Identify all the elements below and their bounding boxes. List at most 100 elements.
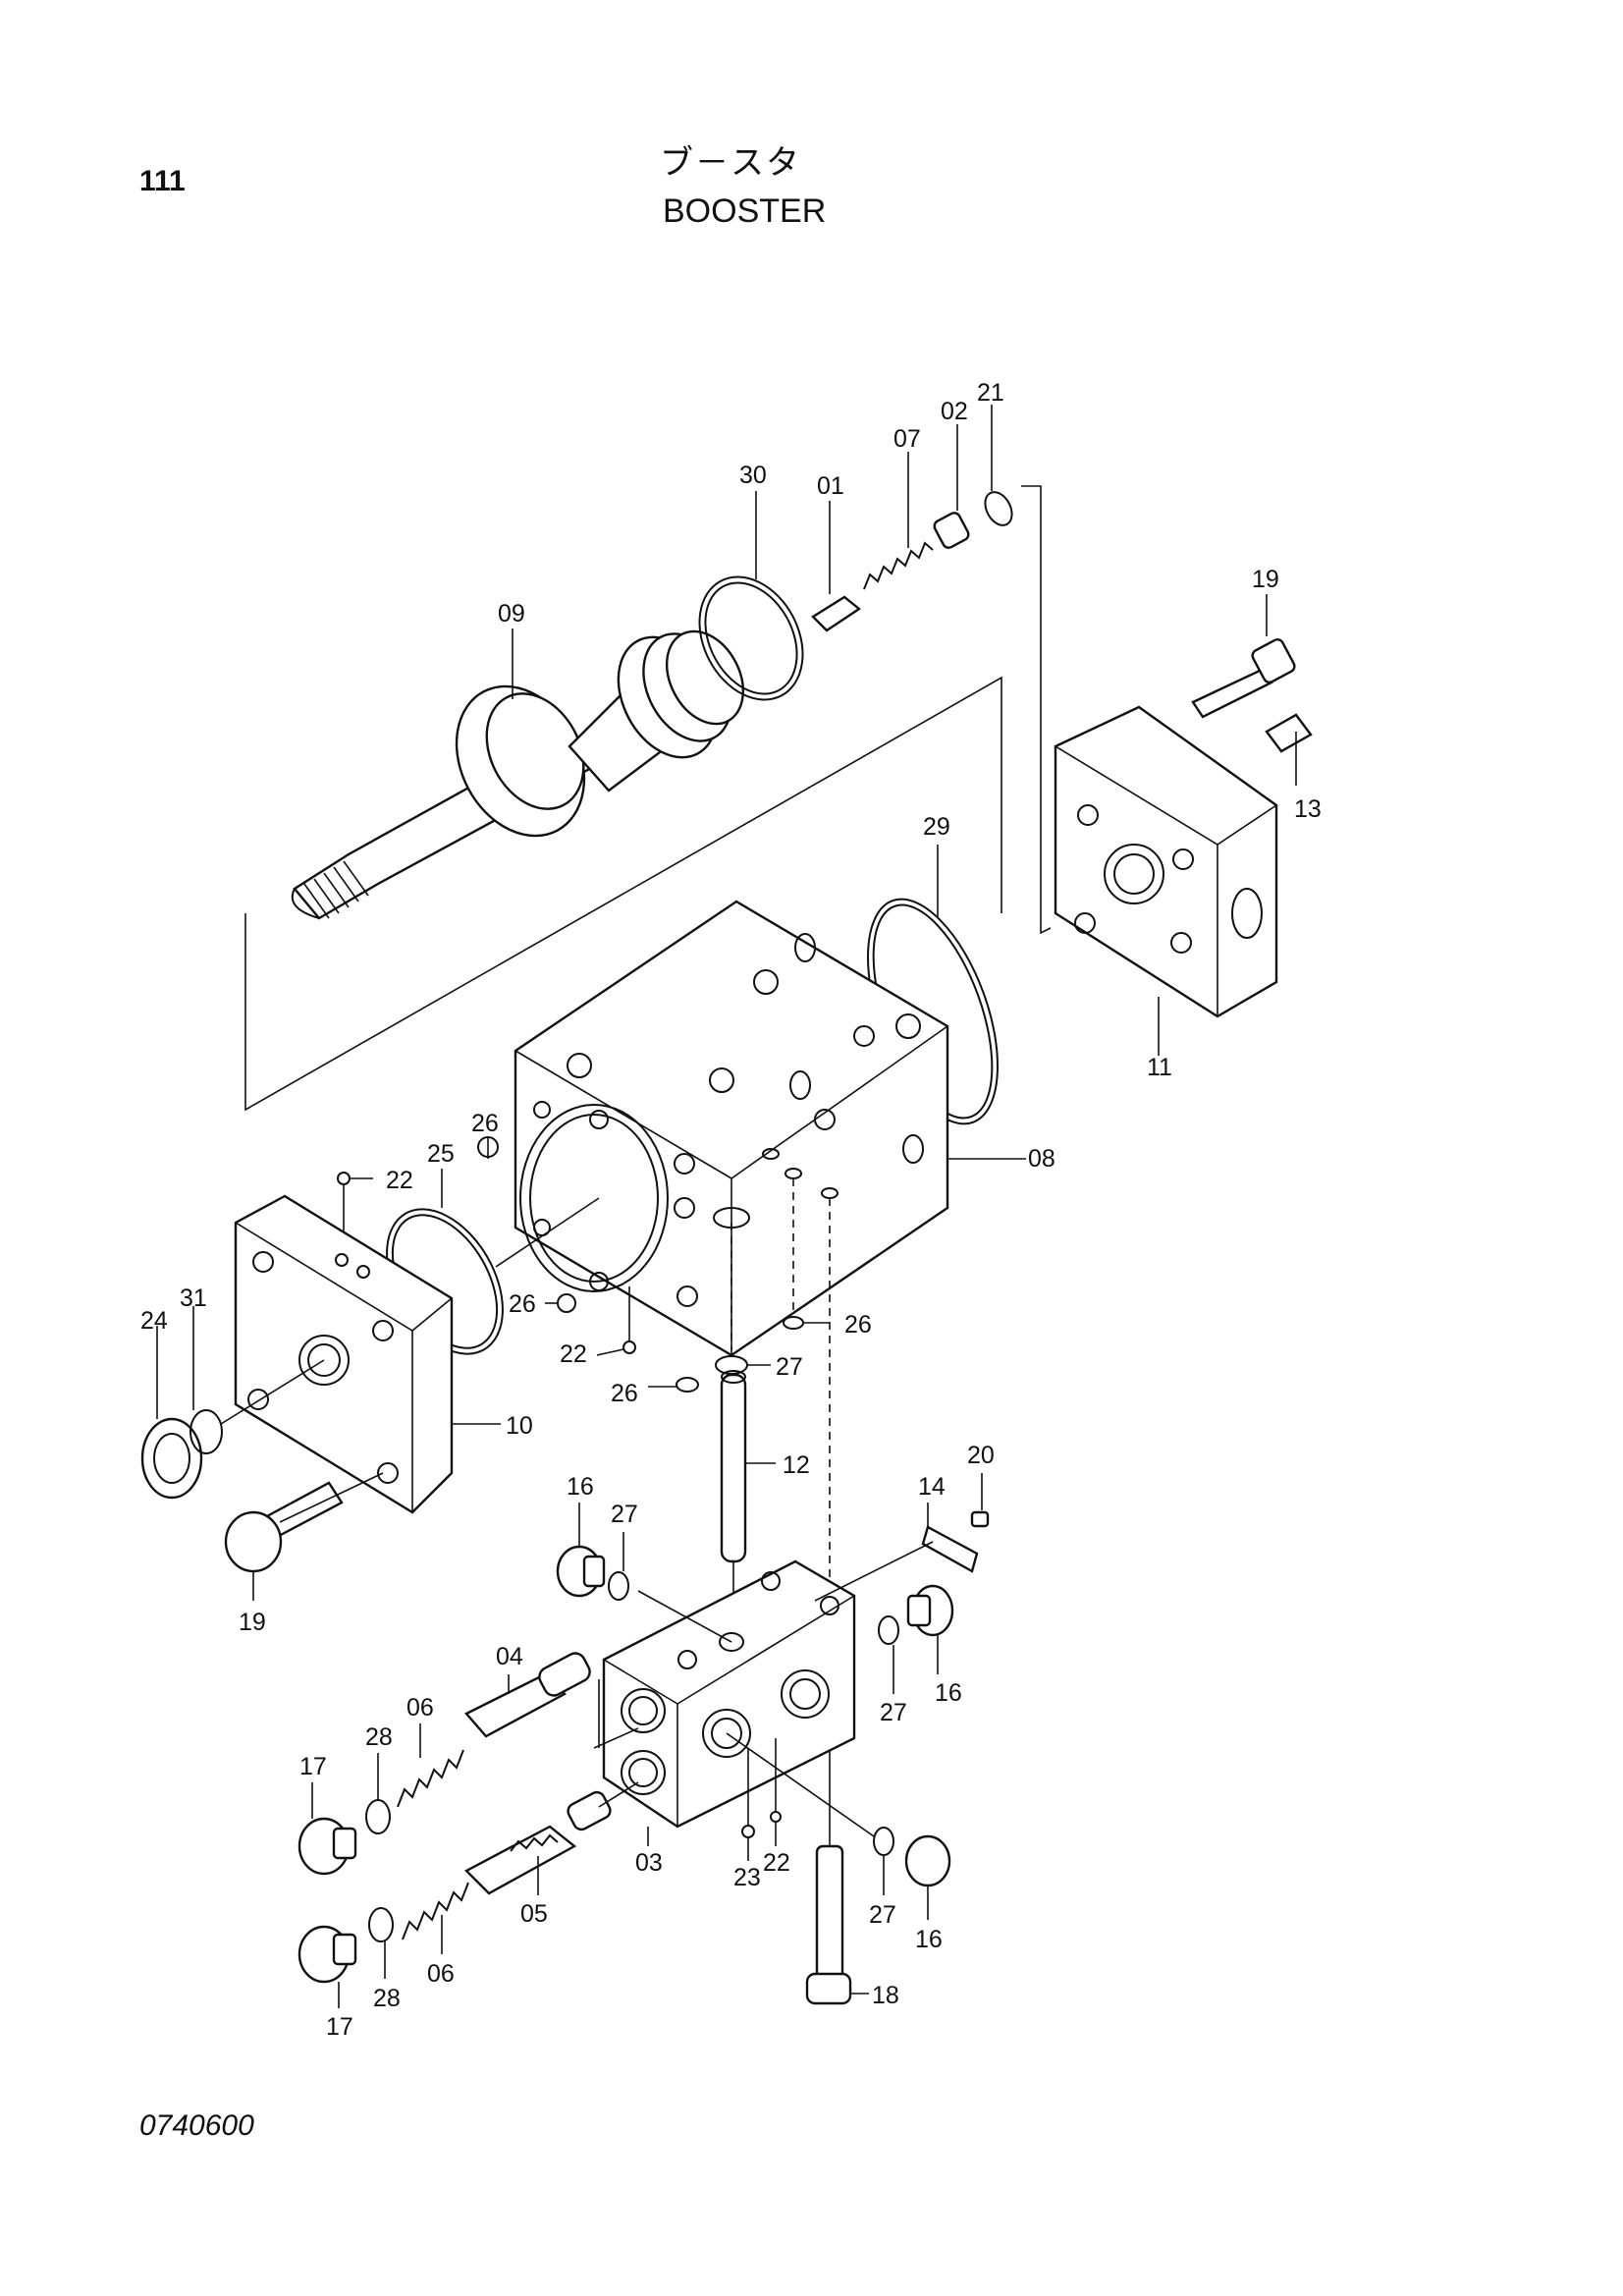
callout-26-a: 26 [471,1110,499,1137]
part-19-bolt-upper [1191,594,1296,719]
callout-27-top: 27 [776,1353,803,1381]
part-01-spool [811,501,862,632]
port-top-c [821,1187,839,1199]
part-03-valve-block [602,1559,856,1846]
callout-01: 01 [817,472,844,500]
part-22-ball-c [770,1811,782,1823]
callout-26-b: 26 [509,1290,536,1318]
part-05-spool [464,1781,639,1895]
callout-23: 23 [733,1864,761,1891]
callout-18: 18 [872,1982,899,2009]
part-21-ring [984,405,1013,526]
callout-30: 30 [739,462,767,489]
callout-28-upper: 28 [365,1723,393,1751]
page-number: 111 [139,165,186,197]
part-17-plug-upper [298,1782,357,1876]
callout-20: 20 [967,1442,995,1469]
leader-09-bracket [244,676,1002,1112]
callout-13: 13 [1294,795,1322,823]
leader-21-bracket [1021,485,1052,935]
axis-27-c [726,1732,875,1837]
callout-03: 03 [635,1849,663,1877]
part-26-o-ring-b [557,1293,576,1313]
callout-14: 14 [918,1473,946,1501]
part-13-fitting [1265,713,1313,786]
axis-25 [495,1197,600,1268]
part-26-o-ring-c [783,1316,804,1330]
part-22-ball-a [337,1172,351,1185]
part-16-plug-b [906,1584,954,1674]
callout-16-b: 16 [935,1679,962,1707]
part-30-o-ring-inner [704,581,798,695]
callout-05: 05 [520,1900,548,1928]
callout-04: 04 [496,1643,523,1670]
part-04-spool [464,1652,639,1749]
part-09-piston-shaft [291,629,745,920]
title-japanese: ブ－スタ [660,144,801,182]
drawing-code: 0740600 [139,2109,254,2142]
part-30-o-ring [698,575,804,701]
callout-07: 07 [893,425,921,453]
callout-16-a: 16 [567,1473,594,1501]
part-16-plug-c [904,1834,951,1920]
callout-21: 21 [977,379,1004,407]
part-27-o-ring-a [608,1571,629,1601]
callout-19-upper: 19 [1252,566,1279,593]
part-06-spring-upper [397,1749,464,1808]
part-02-plug [933,424,970,549]
callout-09: 09 [498,600,525,628]
port-top-b [784,1168,802,1179]
part-07-spring [863,452,934,590]
part-10-end-cover [234,1194,501,1514]
callout-19-lower: 19 [239,1609,266,1636]
part-14-bracket [814,1503,979,1602]
callout-16-c: 16 [915,1926,943,1953]
callout-27-c: 27 [869,1901,896,1929]
callout-06-lower: 06 [427,1960,455,1988]
part-27-o-ring-c [873,1827,894,1856]
callout-28-lower: 28 [373,1985,401,2012]
callout-24: 24 [140,1307,168,1335]
part-18-bolt [805,1844,869,2005]
part-20-screw [970,1473,990,1528]
callout-06-upper: 06 [406,1694,434,1722]
callout-02: 02 [941,398,968,425]
part-26-o-ring-d [676,1377,699,1393]
leader-22-b [596,1348,624,1356]
port-top-d [762,1148,780,1160]
callout-22-a: 22 [386,1167,413,1194]
part-28-ring-upper [365,1799,391,1834]
title-english: BOOSTER [663,192,827,230]
part-23-ball [741,1825,755,1838]
callout-12: 12 [783,1451,810,1479]
part-27-o-ring-b [878,1615,899,1645]
part-11-end-cover [1054,705,1278,1056]
callout-27-b: 27 [880,1699,907,1726]
callout-08: 08 [1028,1145,1055,1173]
part-16-plug-a [556,1503,732,1643]
callout-17-lower: 17 [326,2013,353,2041]
callout-22-c: 22 [763,1849,790,1877]
part-24-seal [140,1326,203,1500]
callout-31: 31 [180,1285,207,1312]
part-08-main-body [514,900,1026,1357]
callout-17-upper: 17 [299,1753,327,1780]
callout-27-a: 27 [611,1501,638,1528]
port-top-a [713,1207,750,1229]
callout-26-d: 26 [611,1380,638,1407]
part-19-bolt-lower [224,1472,384,1601]
part-31-ring [189,1306,223,1454]
callout-25: 25 [427,1140,455,1168]
callout-10: 10 [506,1412,533,1440]
part-06-spring-lower [402,1882,469,1941]
part-17-plug-lower [298,1925,357,2008]
callout-29: 29 [923,813,950,841]
callout-labels: 30 01 07 02 21 09 19 13 29 11 08 26 25 2… [140,379,1322,2041]
callout-26-c: 26 [844,1311,872,1339]
axis-24 [220,1359,325,1425]
part-22-ball-b [622,1340,636,1354]
callout-11: 11 [1147,1054,1172,1081]
callout-22-b: 22 [560,1340,587,1368]
part-28-ring-lower [368,1907,394,1942]
